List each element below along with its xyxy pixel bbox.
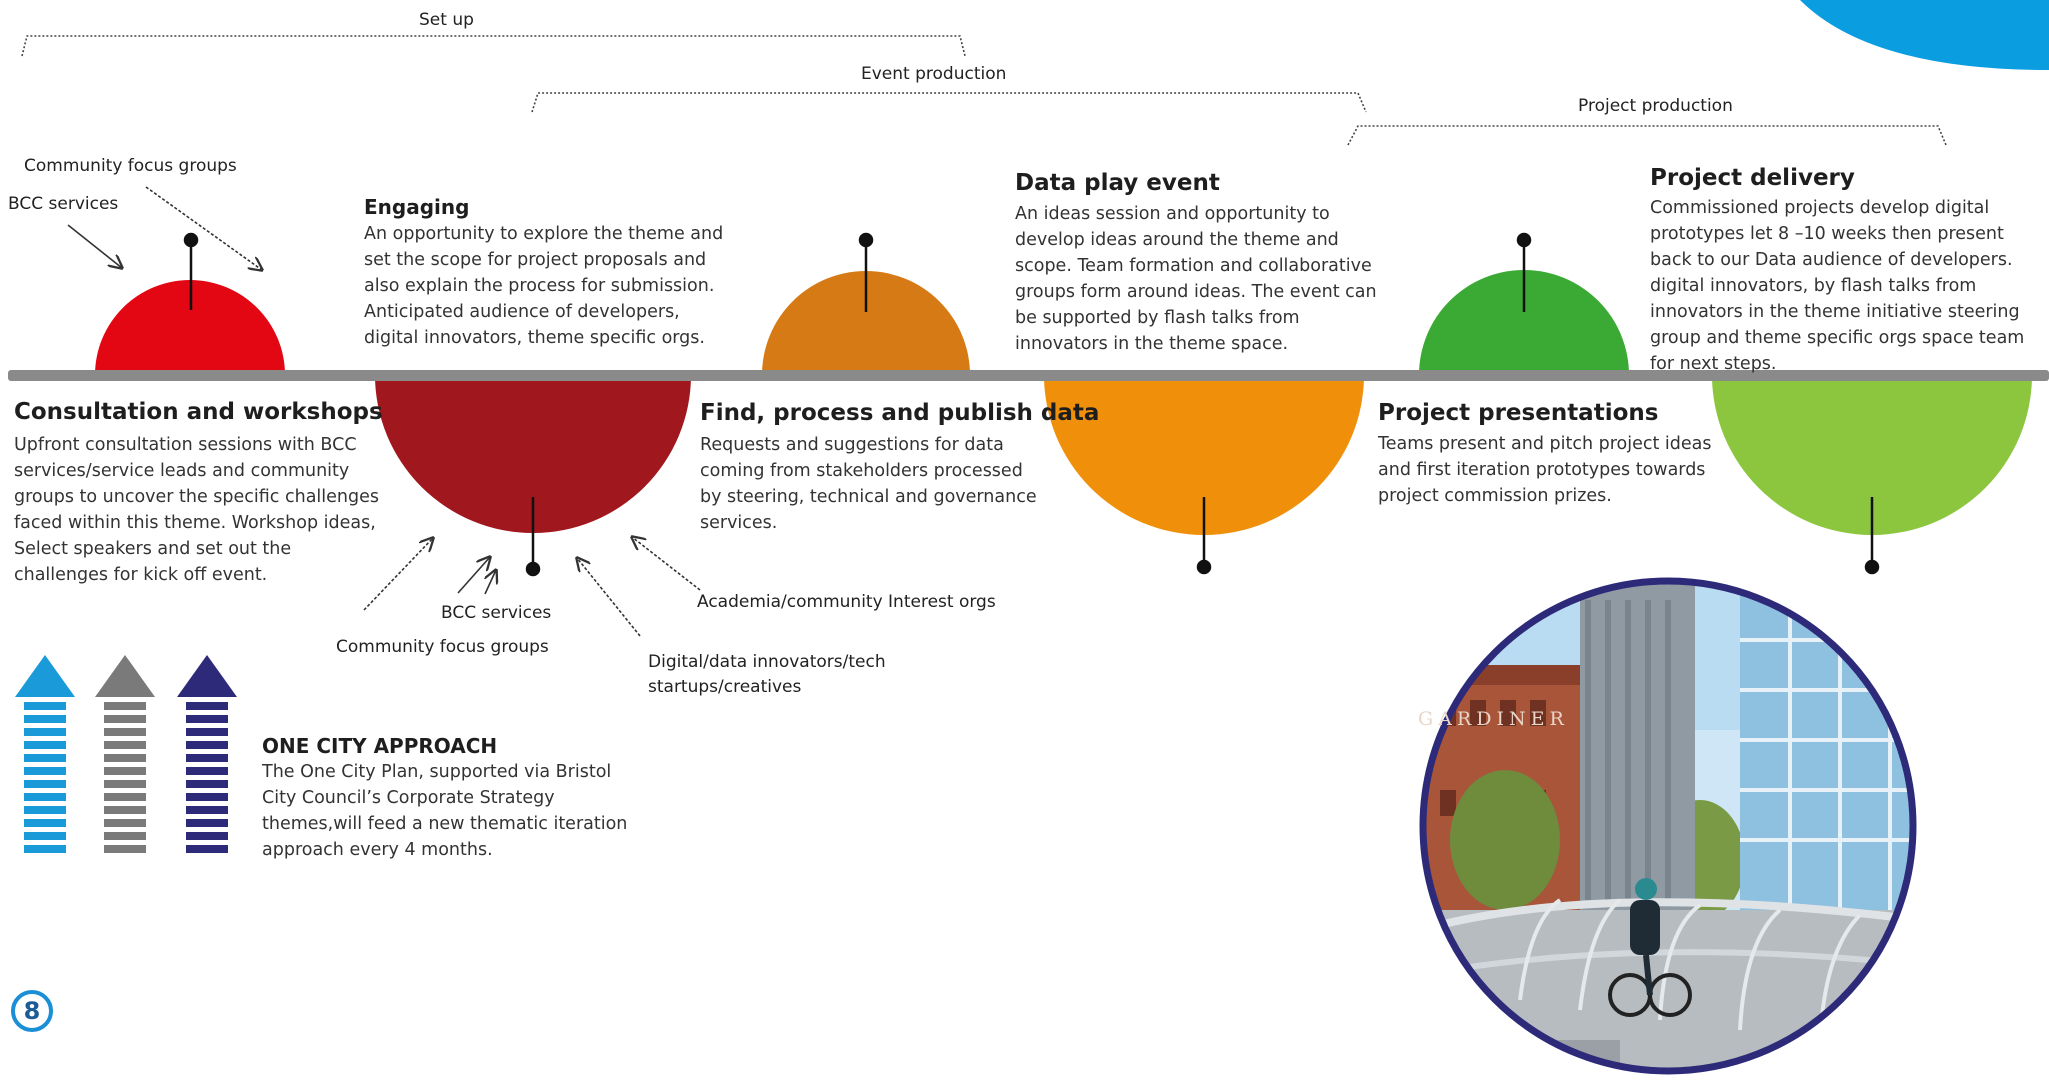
arrow-community-bottom-2 bbox=[485, 570, 496, 595]
one-city-arrow-grey bbox=[95, 655, 155, 853]
stage-project-presentations-body: Teams present and pitch project ideas an… bbox=[1378, 434, 1712, 506]
bracket-setup bbox=[21, 35, 966, 57]
arrow-bcc-top bbox=[67, 224, 122, 268]
phase-project-production-label: Project production bbox=[1578, 96, 1733, 116]
stage-engaging-body: An opportunity to explore the theme and … bbox=[364, 224, 724, 348]
stage-find-data-title: Find, process and publish data bbox=[700, 400, 1100, 426]
bracket-event-production bbox=[531, 92, 1367, 113]
stage-project-delivery-title: Project delivery bbox=[1650, 165, 1855, 191]
label-bcc-services-bottom: BCC services bbox=[441, 603, 552, 623]
corner-swoosh bbox=[1800, 0, 2049, 70]
stage-data-play-circle bbox=[1044, 375, 1364, 535]
page-number-badge: 8 bbox=[11, 990, 53, 1032]
stage-consultation-circle bbox=[95, 280, 285, 375]
bracket-project-production bbox=[1347, 125, 1947, 146]
label-community-focus-bottom: Community focus groups bbox=[336, 637, 549, 657]
label-academia: Academia/community Interest orgs bbox=[697, 592, 996, 612]
label-bcc-services-top: BCC services bbox=[8, 194, 119, 214]
arrow-bcc-bottom bbox=[457, 557, 490, 594]
phase-setup-label: Set up bbox=[419, 10, 474, 30]
arrow-digital bbox=[577, 558, 641, 637]
label-community-focus-top: Community focus groups bbox=[24, 156, 237, 176]
one-city-arrow-navy bbox=[177, 655, 237, 853]
stage-consultation-title: Consultation and workshops bbox=[14, 399, 383, 425]
city-photo bbox=[1423, 581, 1913, 1071]
stage-engaging-title: Engaging bbox=[364, 195, 470, 219]
stage-find-data-body: Requests and suggestions for data coming… bbox=[700, 435, 1037, 533]
stage-project-delivery-body: Commissioned projects develop digital pr… bbox=[1650, 198, 2025, 374]
stage-project-presentations-title: Project presentations bbox=[1378, 400, 1659, 426]
photo-border bbox=[1419, 577, 1917, 1075]
arrow-community-bottom-1 bbox=[363, 538, 433, 611]
stage-consultation-body: Upfront consultation sessions with BCC s… bbox=[14, 435, 380, 585]
stage-find-data-circle bbox=[762, 271, 970, 375]
phase-event-production-label: Event production bbox=[861, 64, 1007, 84]
one-city-title: ONE CITY APPROACH bbox=[262, 734, 498, 758]
pins bbox=[183, 232, 1880, 577]
one-city-body: The One City Plan, supported via Bristol… bbox=[262, 762, 628, 860]
timeline-bar bbox=[8, 370, 2049, 381]
photo-sign-text: GARDINER bbox=[1418, 708, 1569, 730]
arrow-academia bbox=[632, 537, 701, 591]
stage-project-delivery-circle bbox=[1712, 375, 2032, 535]
arrow-community-top bbox=[145, 186, 262, 270]
stage-project-presentations-circle bbox=[1419, 270, 1629, 375]
stage-engaging-circle bbox=[375, 375, 691, 533]
one-city-arrow-blue bbox=[15, 655, 75, 853]
stage-data-play-title: Data play event bbox=[1015, 170, 1220, 196]
stage-data-play-body: An ideas session and opportunity to deve… bbox=[1015, 204, 1377, 354]
label-digital-innovators: Digital/data innovators/tech startups/cr… bbox=[648, 652, 886, 697]
